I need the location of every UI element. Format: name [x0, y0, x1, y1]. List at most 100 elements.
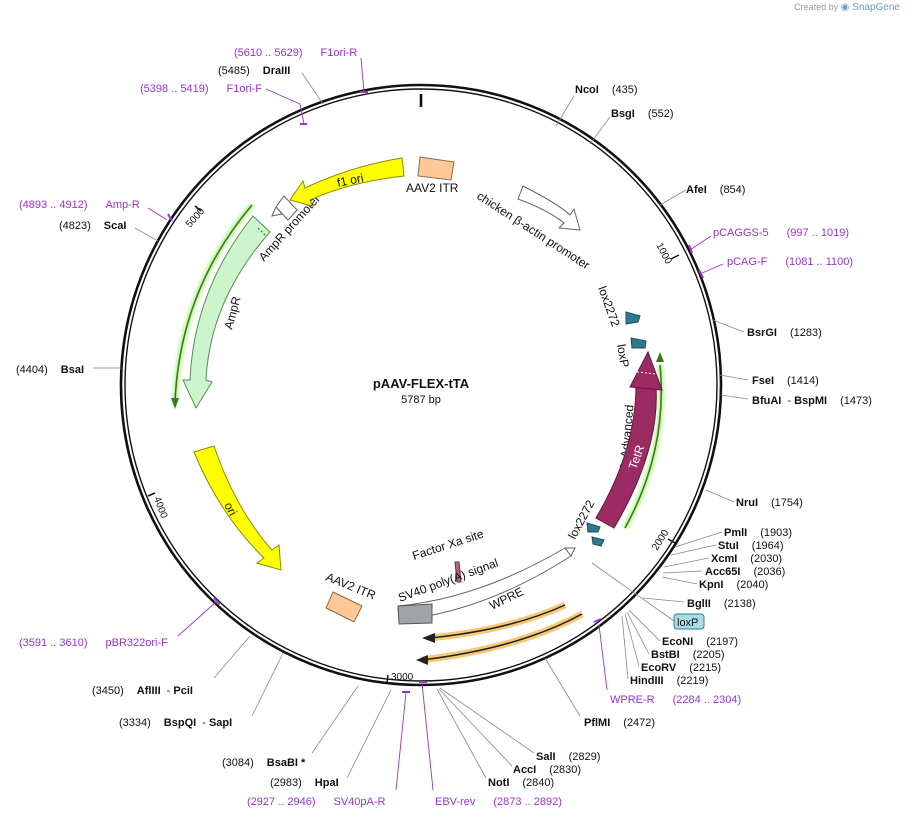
ampr-feature[interactable] [182, 215, 271, 410]
aav2-itr-top-label: AAV2 ITR [406, 181, 459, 195]
lox2272-bottom-feature[interactable] [586, 522, 601, 533]
loxp-box-leader [591, 562, 675, 622]
primer-mark-ampr [167, 213, 173, 222]
wpre-strand1[interactable] [429, 604, 566, 639]
enzyme-acci[interactable]: AccI(2830) [513, 764, 581, 776]
enzyme-leader-nrui [705, 489, 735, 503]
enzyme-econi[interactable]: EcoNI(2197) [662, 636, 738, 648]
primer-sv40par[interactable]: (2927 .. 2946)SV40pA-R [247, 796, 386, 808]
enzyme-nrui[interactable]: NruI(1754) [736, 497, 803, 509]
enzyme-bsai[interactable]: (4404)BsaI [16, 364, 84, 376]
ori-feature[interactable] [193, 445, 282, 571]
primer-wprer[interactable]: WPRE-R(2284 .. 2304) [610, 694, 741, 706]
enzyme-leader-bspqi [251, 652, 284, 717]
primer-ampr[interactable]: (4893 .. 4912)Amp-R [19, 199, 140, 211]
ampr-promoter-feature[interactable] [275, 195, 298, 221]
enzyme-draiii[interactable]: (5485)DraIII [218, 65, 290, 77]
enzyme-bspqi[interactable]: (3334)BspQI- SapI [119, 717, 232, 729]
enzyme-acc65i[interactable]: Acc65I(2036) [705, 566, 785, 578]
tetr-feature[interactable] [595, 384, 657, 529]
ampr-strand[interactable] [174, 204, 253, 403]
sv40-polya-feature[interactable] [397, 603, 433, 625]
tta-advanced-feature[interactable] [624, 364, 663, 529]
enzyme-sites: NcoI(435) BsgI(552) AfeI(854) BsrGI(1283… [16, 65, 872, 789]
enzyme-leader-hindiii [621, 615, 629, 680]
lox2272-top-feature[interactable] [625, 311, 641, 325]
enzyme-pmli[interactable]: PmlI(1903) [724, 527, 792, 539]
enzyme-ecorv[interactable]: EcoRV(2215) [641, 662, 721, 674]
enzyme-hpai[interactable]: (2983)HpaI [270, 777, 339, 789]
enzyme-bsabi[interactable]: (3084)BsaBI * [222, 757, 306, 769]
enzyme-bfuai[interactable]: BfuAI- BspMI(1473) [752, 395, 872, 407]
wpre-strand2-head [416, 655, 428, 665]
loxp-bottom-feature[interactable] [591, 536, 605, 547]
ampr-promoter-head [271, 206, 283, 217]
enzyme-leader-ncoi [555, 95, 575, 127]
enzyme-stui[interactable]: StuI(1964) [718, 540, 784, 552]
primer-leader-pcagf [701, 263, 724, 274]
tetr-dash [636, 371, 657, 375]
enzyme-leader-bsrgi [712, 319, 745, 333]
enzyme-leader-stui [670, 544, 717, 556]
enzyme-leader-afei [659, 189, 687, 206]
factor-xa-feature[interactable] [454, 561, 462, 583]
enzyme-bglii[interactable]: BglII(2138) [687, 598, 756, 610]
primer-ebvrev[interactable]: EBV-rev(2873 .. 2892) [435, 796, 562, 808]
tick-label-3000: 3000 [391, 672, 414, 683]
primer-pbr322orif[interactable]: (3591 .. 3610)pBR322ori-F [19, 637, 168, 649]
enzyme-leader-hpai [346, 689, 392, 779]
primer-leader-f1orif-a [265, 88, 301, 105]
enzyme-xcmi[interactable]: XcmI(2030) [711, 553, 782, 565]
primer-leader-sv40par [395, 692, 407, 791]
enzyme-bsrgi[interactable]: BsrGI(1283) [747, 327, 822, 339]
wpre-strand2[interactable] [421, 613, 583, 661]
features: AAV2 ITR chicken β-actin promoter lox227… [171, 156, 705, 665]
primer-f1orif[interactable]: (5398 .. 5419)F1ori-F [140, 83, 262, 95]
enzyme-leader-bsgi [589, 116, 611, 145]
ori-label: ori [221, 500, 240, 518]
primer-leader-wprer [598, 624, 608, 691]
primer-leader-pbr322orif [177, 601, 217, 637]
enzyme-fsei[interactable]: FseI(1414) [752, 375, 819, 387]
tick-label-5000: 5000 [184, 206, 207, 230]
f1-ori-feature[interactable] [289, 157, 405, 207]
enzyme-noti[interactable]: NotI(2840) [488, 777, 554, 789]
aav2-itr-bottom-feature[interactable] [325, 591, 363, 623]
enzyme-bstbi[interactable]: BstBI(2205) [651, 649, 725, 661]
tta-advanced-arrowhead [656, 352, 664, 362]
primer-leader-pcaggs5 [689, 235, 712, 251]
aav2-itr-top-feature[interactable] [417, 156, 455, 181]
loxp-box[interactable] [673, 613, 705, 630]
snapgene-logo: ◉ SnapGene [840, 2, 900, 13]
plasmid-name: pAAV-FLEX-tTA [373, 376, 470, 391]
enzyme-leader-pmli [674, 531, 723, 548]
enzyme-leader-sali [439, 687, 535, 754]
enzyme-leader-xcmi [663, 557, 710, 568]
enzyme-sali[interactable]: SalI(2829) [536, 751, 600, 763]
lox2272-top-label: lox2272 [595, 284, 623, 329]
loxp-top-label: loxP [614, 343, 632, 368]
enzyme-kpni[interactable]: KpnI(2040) [699, 579, 768, 591]
wpre-strand1-head [422, 633, 435, 643]
enzyme-pflmi[interactable]: PflMI(2472) [584, 717, 655, 729]
lox2272-bottom-label: lox2272 [565, 497, 597, 541]
enzyme-afei[interactable]: AfeI(854) [686, 184, 745, 196]
primer-sites: pCAGGS-5(997 .. 1019) pCAG-F(1081 .. 110… [19, 47, 853, 808]
enzyme-scai[interactable]: (4823)ScaI [59, 220, 126, 232]
loxp-top-feature[interactable] [630, 337, 647, 349]
primer-f1orir[interactable]: (5610 .. 5629)F1ori-R [234, 47, 357, 59]
enzyme-leader-bglii [642, 597, 685, 603]
enzyme-bsgi[interactable]: BsgI(552) [611, 108, 674, 120]
tick-label-4000: 4000 [151, 495, 169, 520]
primer-pcaggs5[interactable]: pCAGGS-5(997 .. 1019) [713, 227, 849, 239]
tick-mark-1000 [670, 254, 680, 260]
enzyme-hindiii[interactable]: HindIII(2219) [630, 675, 708, 687]
enzyme-afliii[interactable]: (3450)AflIII- PciI [92, 685, 193, 697]
enzyme-leader-ecorv [624, 613, 640, 667]
primer-leader-f1orif-b [299, 103, 305, 125]
enzyme-ncoi[interactable]: NcoI(435) [575, 84, 638, 96]
cba-promoter-feature[interactable] [517, 185, 581, 231]
tick-label-1000: 1000 [653, 241, 673, 266]
primer-pcagf[interactable]: pCAG-F(1081 .. 1100) [727, 256, 853, 268]
